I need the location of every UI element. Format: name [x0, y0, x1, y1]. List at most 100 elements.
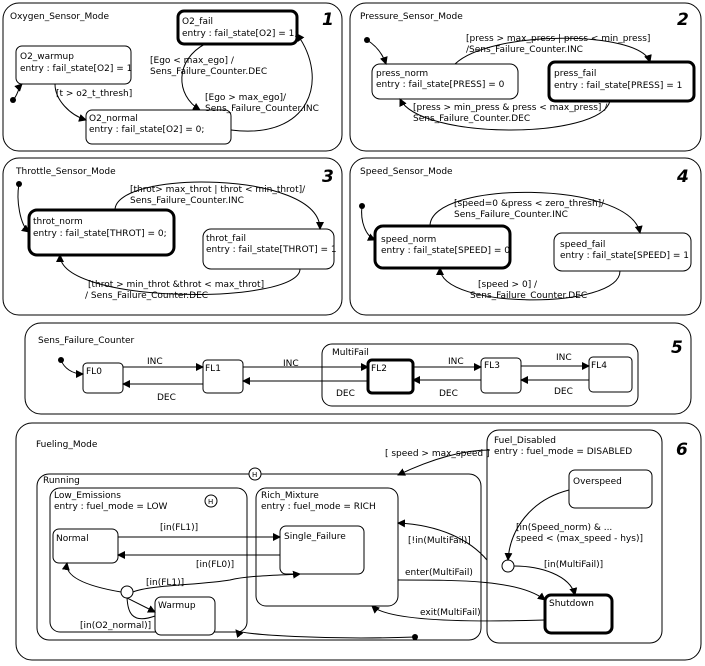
- transition-label: [press > min_press & press < max_press] …: [413, 103, 608, 113]
- state-name: Running: [43, 476, 80, 486]
- state-name: O2_normal: [89, 114, 138, 124]
- state-entry: entry : fail_state[O2] = 0;: [89, 125, 204, 135]
- state-name: Warmup: [158, 601, 196, 611]
- transition-inc: [429, 191, 643, 234]
- state-entry: entry : fail_state[THROT] = 0;: [33, 229, 167, 239]
- transition-inc: INC: [147, 357, 163, 367]
- panel-title: Oxygen_Sensor_Mode: [10, 12, 110, 22]
- junction: [120, 585, 134, 599]
- state-throt-norm[interactable]: throt_norm entry : fail_state[THROT] = 0…: [27, 208, 176, 257]
- transition-label: [in(FL1)]: [146, 578, 184, 588]
- state-entry: entry : fail_state[PRESS] = 0: [376, 80, 505, 90]
- superstate-multifail[interactable]: MultiFail: [321, 343, 639, 407]
- transition-label: [speed > 0] /: [478, 280, 538, 290]
- state-fl4[interactable]: FL4: [588, 356, 633, 393]
- transition-dec: [399, 98, 611, 131]
- superstate-running[interactable]: Running H: [36, 467, 482, 641]
- transition-label: [in(FL1)]: [160, 523, 198, 533]
- state-entry: entry : fail_state[O2] = 1: [20, 64, 132, 74]
- panel-title: Pressure_Sensor_Mode: [360, 12, 463, 22]
- state-press-norm[interactable]: press_norm entry : fail_state[PRESS] = 0: [371, 63, 519, 100]
- state-warmup[interactable]: Warmup: [154, 596, 216, 636]
- state-name: Normal: [56, 534, 89, 544]
- transition-dec: DEC: [336, 389, 355, 399]
- state-name: speed_norm: [381, 235, 436, 245]
- transition-label: [throt > min_throt &throt < max_throt]: [88, 280, 264, 290]
- state-normal[interactable]: Normal: [52, 528, 119, 564]
- transition-inc: [230, 33, 313, 132]
- transition-warmup: [54, 83, 87, 122]
- state-fl1[interactable]: FL1: [202, 359, 244, 394]
- transition-label: /Sens_Failure_Counter.INC: [466, 45, 583, 55]
- state-name: press_fail: [554, 69, 596, 79]
- state-name: Rich_Mixture: [261, 491, 319, 501]
- transition-inc: INC: [448, 357, 464, 367]
- state-name: FL1: [205, 364, 221, 374]
- state-entry: entry : fail_state[SPEED] = 1: [560, 251, 689, 261]
- transition-label: [Ego > max_ego]/: [205, 93, 287, 103]
- panel-number: 6: [676, 440, 688, 460]
- transition-label: speed < (max_speed - hys)]: [516, 534, 643, 544]
- state-name: FL2: [371, 364, 387, 374]
- state-speed-fail[interactable]: speed_fail entry : fail_state[SPEED] = 1: [553, 232, 692, 272]
- panel-counter: Sens_Failure_Counter 5 MultiFail FL0 FL1…: [24, 322, 692, 415]
- state-fl2[interactable]: FL2: [366, 358, 415, 395]
- transition-label: [in(MultiFail)]: [544, 560, 603, 570]
- state-o2-normal[interactable]: O2_normal entry : fail_state[O2] = 0;: [85, 109, 232, 145]
- transition-label: [ speed > max_speed ]: [385, 449, 490, 459]
- transition-dec: DEC: [157, 393, 176, 403]
- panel-title: Sens_Failure_Counter: [38, 336, 135, 346]
- state-throt-fail[interactable]: throt_fail entry : fail_state[THROT] = 1: [202, 228, 337, 270]
- state-o2-fail[interactable]: O2_fail entry : fail_state[O2] = 1;: [176, 9, 299, 46]
- state-name: O2_fail: [182, 17, 213, 27]
- transition-dec: DEC: [554, 387, 573, 397]
- transition-dec: DEC: [439, 389, 458, 399]
- state-entry: entry : fuel_mode = DISABLED: [494, 447, 632, 457]
- panel-number: 3: [322, 167, 334, 187]
- state-entry: entry : fail_state[THROT] = 1: [206, 245, 337, 255]
- state-name: O2_warmup: [20, 52, 74, 62]
- state-low-emissions[interactable]: Low_Emissions entry : fuel_mode = LOW H: [49, 487, 248, 633]
- state-name: Fuel_Disabled: [494, 436, 556, 446]
- state-shutdown[interactable]: Shutdown: [543, 593, 614, 635]
- state-rich-mixture[interactable]: Rich_Mixture entry : fuel_mode = RICH: [255, 487, 399, 607]
- transition-label: Sens_Failure_Counter.INC: [454, 210, 568, 220]
- state-o2-warmup[interactable]: O2_warmup entry : fail_state[O2] = 1: [15, 45, 132, 85]
- state-speed-norm[interactable]: speed_norm entry : fail_state[SPEED] = 0: [373, 224, 512, 270]
- state-name: FL0: [86, 367, 102, 377]
- transition-label: [Ego < max_ego] /: [150, 56, 235, 66]
- state-name: throt_norm: [33, 217, 83, 227]
- transition-label: exit(MultiFail): [420, 608, 481, 618]
- history-label: H: [252, 471, 257, 479]
- history-junction: [248, 467, 262, 481]
- panel-number: 4: [676, 167, 689, 187]
- state-overspeed[interactable]: Overspeed: [568, 469, 653, 509]
- transition-dec: [56, 254, 301, 295]
- transition-inc: [114, 181, 324, 230]
- state-entry: entry : fuel_mode = RICH: [261, 502, 376, 512]
- state-name: Single_Failure: [284, 532, 346, 542]
- transition-label: enter(MultiFail): [405, 568, 473, 578]
- panel-number: 5: [671, 338, 683, 358]
- transition-label: Sens_Failure_Counter.DEC: [470, 291, 587, 301]
- transition-inc: INC: [283, 359, 299, 369]
- state-entry: entry : fail_state[SPEED] = 0: [381, 246, 510, 256]
- state-name: FL3: [484, 361, 500, 371]
- state-name: press_norm: [376, 69, 428, 79]
- transition-label: [in(FL0)]: [196, 560, 234, 570]
- state-press-fail[interactable]: press_fail entry : fail_state[PRESS] = 1: [547, 60, 696, 103]
- state-name: Shutdown: [549, 599, 594, 609]
- transition-label: / Sens_Failure_Counter.DEC: [85, 291, 208, 301]
- state-fuel-disabled[interactable]: Fuel_Disabled entry : fuel_mode = DISABL…: [486, 429, 663, 644]
- history-junction: [204, 494, 218, 508]
- state-fl0[interactable]: FL0: [82, 362, 124, 394]
- state-name: throt_fail: [206, 234, 246, 244]
- panel-number: 2: [677, 10, 689, 30]
- state-name: MultiFail: [332, 348, 369, 358]
- state-entry: entry : fail_state[O2] = 1;: [182, 29, 297, 39]
- panel-title: Speed_Sensor_Mode: [360, 167, 453, 177]
- panel-oxygen: Oxygen_Sensor_Mode 1 O2_fail entry : fai…: [2, 2, 343, 152]
- state-fl3[interactable]: FL3: [480, 357, 522, 394]
- state-single-failure[interactable]: Single_Failure: [279, 525, 365, 575]
- transition-label: Sens_Failure_Counter.INC: [205, 104, 319, 114]
